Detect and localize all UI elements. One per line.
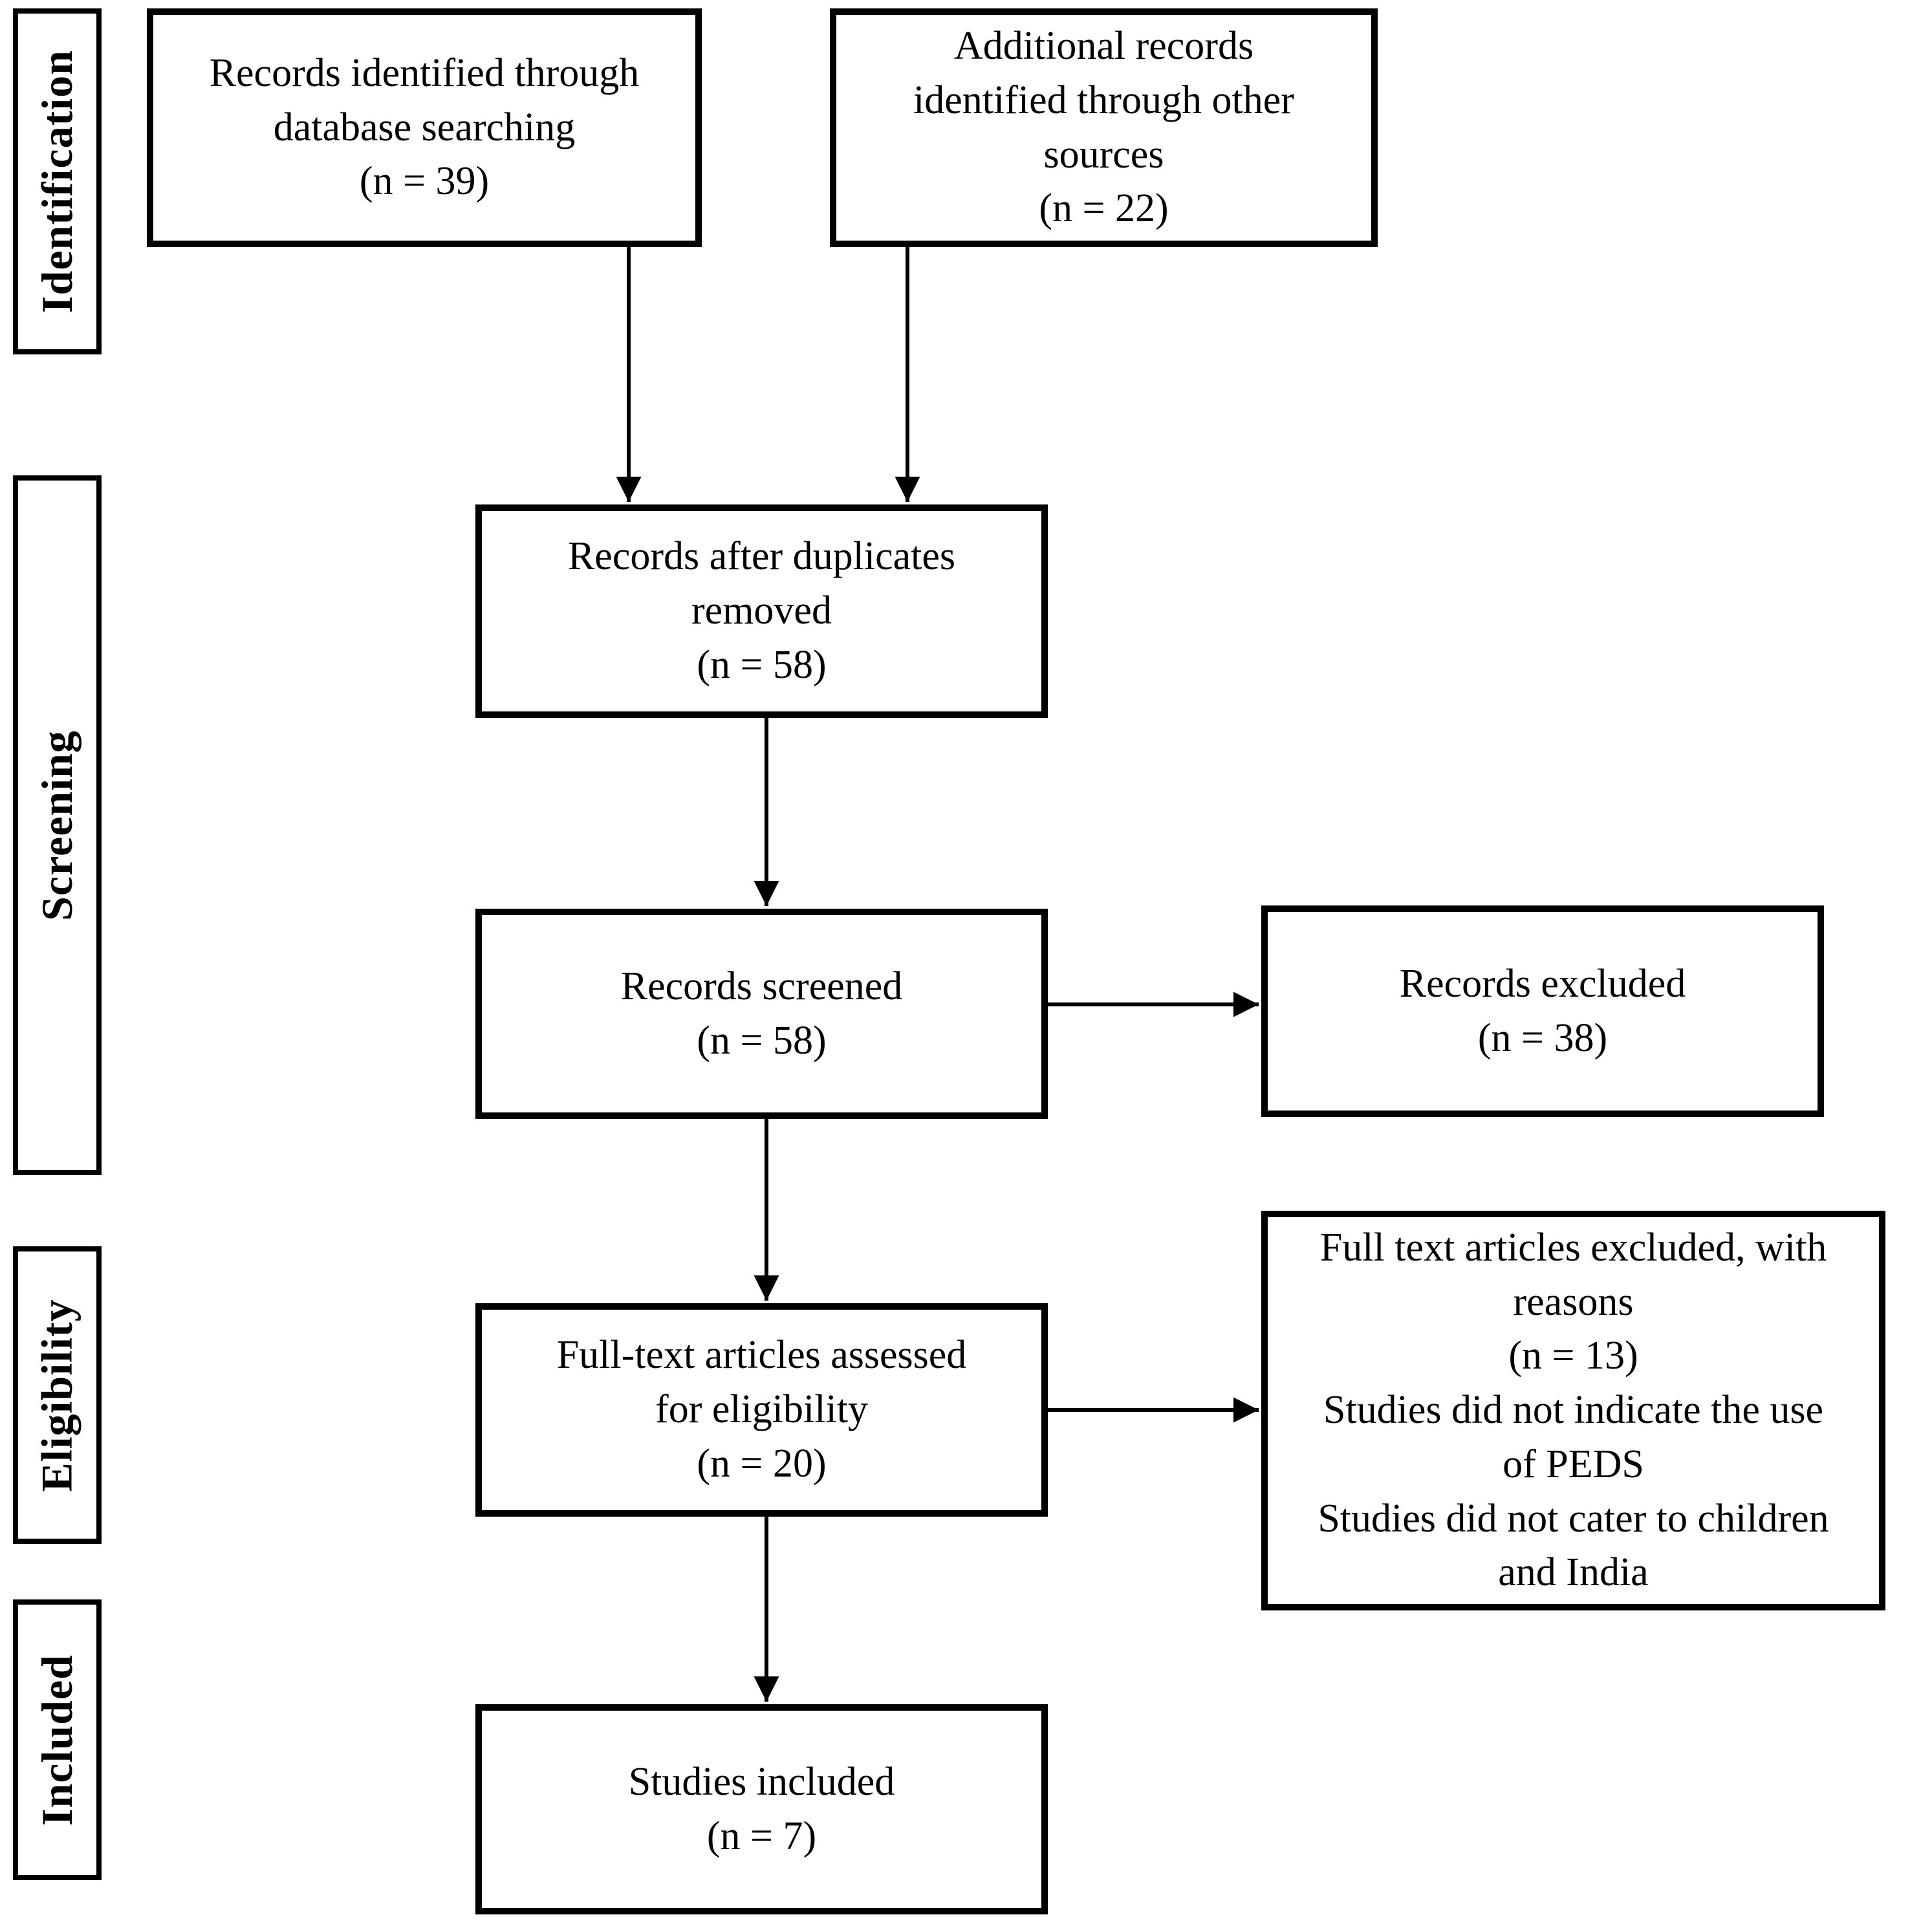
box-records-excluded-text: Records excluded (n = 38) [1399, 961, 1686, 1060]
stage-box-screening: Screening [13, 475, 102, 1175]
box-fulltext-assessed: Full-text articles assessed for eligibil… [475, 1303, 1048, 1517]
box-fulltext-excluded-text: Full text articles excluded, with reason… [1318, 1226, 1829, 1595]
box-fulltext-assessed-text: Full-text articles assessed for eligibil… [556, 1333, 967, 1486]
box-records-screened-text: Records screened (n = 58) [620, 964, 903, 1063]
box-records-identified: Records identified through database sear… [147, 8, 702, 247]
box-fulltext-excluded: Full text articles excluded, with reason… [1261, 1211, 1885, 1610]
stage-box-included: Included [13, 1599, 102, 1880]
box-records-screened: Records screened (n = 58) [475, 909, 1048, 1119]
box-records-identified-text: Records identified through database sear… [209, 50, 640, 204]
box-studies-included-text: Studies included (n = 7) [628, 1759, 895, 1858]
box-additional-records: Additional records identified through ot… [830, 8, 1378, 247]
box-studies-included: Studies included (n = 7) [475, 1704, 1048, 1914]
box-records-excluded: Records excluded (n = 38) [1261, 905, 1824, 1117]
box-after-duplicates-text: Records after duplicates removed (n = 58… [567, 534, 956, 687]
stage-box-identification: Identification [13, 8, 102, 354]
stage-label-identification: Identification [32, 50, 81, 313]
box-after-duplicates: Records after duplicates removed (n = 58… [475, 504, 1048, 718]
stage-label-included: Included [32, 1654, 81, 1826]
stage-label-eligibility: Eligibility [32, 1298, 81, 1492]
box-additional-records-text: Additional records identified through ot… [913, 24, 1294, 231]
stage-label-screening: Screening [32, 730, 82, 921]
stage-box-eligibility: Eligibility [13, 1246, 102, 1544]
